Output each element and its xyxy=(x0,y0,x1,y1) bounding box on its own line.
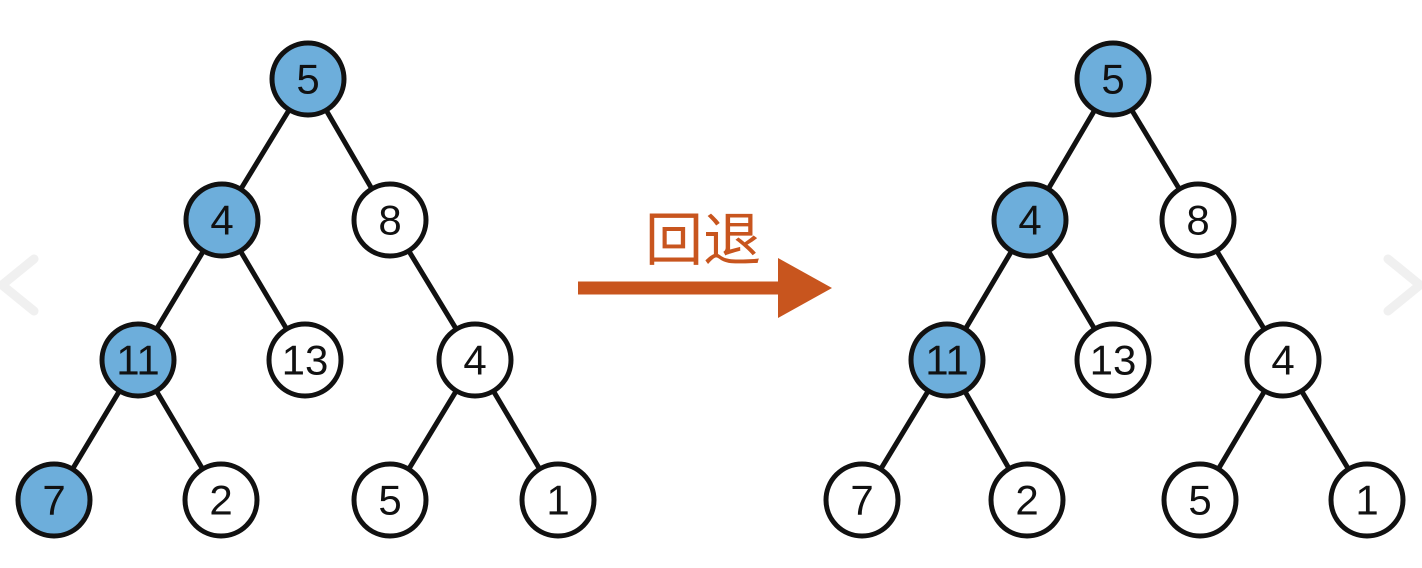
tree-edge xyxy=(1044,104,1099,195)
node-value-label: 7 xyxy=(850,477,873,524)
tree-node[interactable]: 5 xyxy=(351,461,429,539)
node-circle xyxy=(183,181,261,259)
tree-before-edges xyxy=(68,104,544,475)
node-circle xyxy=(15,461,93,539)
node-value-label: 5 xyxy=(378,477,401,524)
tree-node-highlighted[interactable]: 4 xyxy=(183,181,261,259)
tree-node[interactable]: 2 xyxy=(988,461,1066,539)
node-value-label: 4 xyxy=(1271,337,1294,384)
node-value-label: 8 xyxy=(1186,197,1209,244)
tree-node-highlighted[interactable]: 5 xyxy=(1074,40,1152,118)
node-value-label: 4 xyxy=(1018,197,1041,244)
tree-edge xyxy=(236,104,294,195)
tree-edge xyxy=(404,385,461,475)
tree-node-highlighted[interactable]: 7 xyxy=(15,461,93,539)
node-circle xyxy=(266,321,344,399)
tree-node[interactable]: 4 xyxy=(1244,321,1322,399)
tree-node-highlighted[interactable]: 4 xyxy=(991,181,1069,259)
chevron-left-icon[interactable] xyxy=(0,254,39,316)
tree-edge xyxy=(1127,104,1184,195)
tree-edge xyxy=(1297,385,1353,475)
tree-edge xyxy=(152,245,208,335)
tree-node[interactable]: 5 xyxy=(1161,461,1239,539)
tree-node[interactable]: 4 xyxy=(436,321,514,399)
node-value-label: 11 xyxy=(116,337,160,384)
tree-edge xyxy=(960,386,1014,474)
tree-node[interactable]: 8 xyxy=(1159,181,1237,259)
tree-node-highlighted[interactable]: 11 xyxy=(908,321,986,399)
tree-edge xyxy=(1044,245,1099,335)
node-circle xyxy=(182,461,260,539)
tree-node-highlighted[interactable]: 11 xyxy=(99,321,177,399)
tree-edge xyxy=(236,245,291,335)
tree-edge xyxy=(876,385,933,475)
tree-edge xyxy=(404,245,461,335)
tree-after-edges xyxy=(876,104,1353,475)
node-circle xyxy=(519,461,597,539)
transition-arrow-group: 回退 xyxy=(578,206,832,318)
node-circle xyxy=(1161,461,1239,539)
node-value-label: 1 xyxy=(546,477,569,524)
node-value-label: 5 xyxy=(1188,477,1211,524)
node-value-label: 13 xyxy=(1090,337,1137,384)
tree-node[interactable]: 13 xyxy=(1074,321,1152,399)
arrow-label: 回退 xyxy=(645,206,761,274)
node-value-label: 7 xyxy=(42,477,65,524)
tree-nodes-layer: 5 4 8 11 13 4 7 2 5 1 5 4 8 11 13 4 7 2 5 1 xyxy=(15,40,1406,539)
node-circle xyxy=(991,181,1069,259)
tree-node[interactable]: 1 xyxy=(1328,461,1406,539)
tree-node[interactable]: 13 xyxy=(266,321,344,399)
tree-edges-layer xyxy=(68,104,1353,475)
node-value-label: 13 xyxy=(282,337,329,384)
node-circle xyxy=(269,40,347,118)
tree-edge xyxy=(489,385,544,475)
chevron-right-icon[interactable] xyxy=(1383,254,1422,316)
node-circle xyxy=(1328,461,1406,539)
node-value-label: 11 xyxy=(925,337,969,384)
node-circle xyxy=(99,321,177,399)
node-value-label: 4 xyxy=(210,197,233,244)
tree-edge xyxy=(1214,385,1269,475)
tree-edge xyxy=(1212,245,1269,335)
node-circle xyxy=(988,461,1066,539)
node-value-label: 4 xyxy=(463,337,486,384)
tree-node[interactable]: 2 xyxy=(182,461,260,539)
node-circle xyxy=(1074,321,1152,399)
node-circle xyxy=(908,321,986,399)
node-circle xyxy=(351,461,429,539)
tree-edge xyxy=(152,385,207,475)
node-circle xyxy=(823,461,901,539)
tree-node[interactable]: 7 xyxy=(823,461,901,539)
node-value-label: 5 xyxy=(296,56,319,103)
node-circle xyxy=(1074,40,1152,118)
tree-node-highlighted[interactable]: 5 xyxy=(269,40,347,118)
tree-node[interactable]: 8 xyxy=(351,181,429,259)
node-value-label: 8 xyxy=(378,197,401,244)
node-value-label: 2 xyxy=(1015,477,1038,524)
node-value-label: 1 xyxy=(1355,477,1378,524)
tree-node[interactable]: 1 xyxy=(519,461,597,539)
node-value-label: 5 xyxy=(1101,56,1124,103)
node-value-label: 2 xyxy=(209,477,232,524)
carousel-controls[interactable] xyxy=(0,254,1422,316)
tree-after-nodes: 5 4 8 11 13 4 7 2 5 1 xyxy=(823,40,1406,539)
arrow-head xyxy=(778,258,832,318)
tree-edge xyxy=(68,385,124,475)
node-circle xyxy=(1244,321,1322,399)
tree-before-nodes: 5 4 8 11 13 4 7 2 5 1 xyxy=(15,40,597,539)
tree-edge xyxy=(322,105,376,194)
node-circle xyxy=(351,181,429,259)
node-circle xyxy=(1159,181,1237,259)
tree-edge xyxy=(961,245,1016,335)
node-circle xyxy=(436,321,514,399)
